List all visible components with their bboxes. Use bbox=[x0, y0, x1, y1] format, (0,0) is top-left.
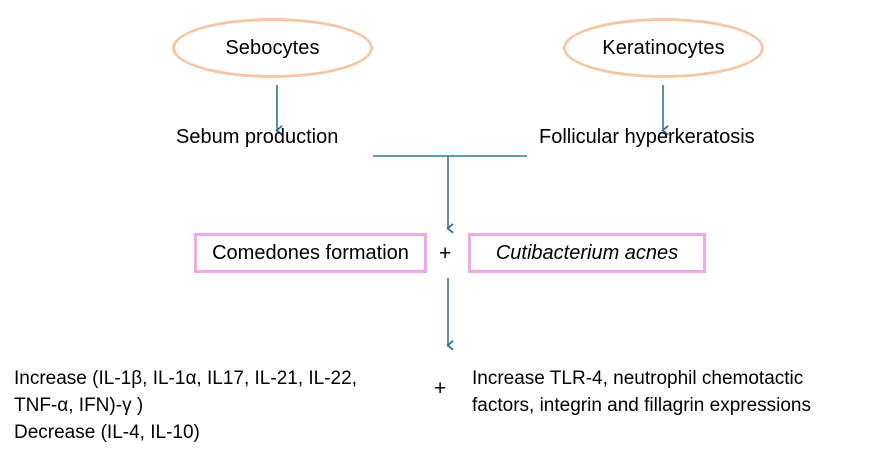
outcome-left-line-2: TNF-α, IFN)-γ ) bbox=[14, 394, 144, 416]
outcome-right: Increase TLR-4, neutrophil chemotactic f… bbox=[472, 366, 872, 420]
outcome-left: Increase (IL-1β, IL-1α, IL17, IL-21, IL-… bbox=[14, 366, 424, 447]
plus-operator-middle: + bbox=[439, 242, 452, 265]
plus-operator-bottom: + bbox=[434, 377, 447, 400]
node-keratinocytes[interactable]: Keratinocytes bbox=[563, 18, 764, 78]
node-sebocytes[interactable]: Sebocytes bbox=[172, 18, 373, 78]
node-cutibacterium-acnes-label: Cutibacterium acnes bbox=[495, 241, 679, 264]
node-comedones-formation-label: Comedones formation bbox=[212, 241, 409, 264]
node-follicular-hyperkeratosis: Follicular hyperkeratosis bbox=[539, 126, 755, 148]
outcome-right-line-2: factors, integrin and fillagrin expressi… bbox=[472, 394, 812, 416]
outcome-left-line-3: Decrease (IL-4, IL-10) bbox=[14, 421, 200, 443]
outcome-left-line-1: Increase (IL-1β, IL-1α, IL17, IL-21, IL-… bbox=[14, 368, 357, 389]
node-cutibacterium-acnes[interactable]: Cutibacterium acnes bbox=[468, 233, 706, 273]
node-comedones-formation[interactable]: Comedones formation bbox=[194, 233, 427, 273]
node-sebum-production: Sebum production bbox=[176, 126, 339, 148]
node-sebocytes-label: Sebocytes bbox=[225, 36, 320, 59]
node-keratinocytes-label: Keratinocytes bbox=[602, 36, 725, 59]
outcome-right-line-1: Increase TLR-4, neutrophil chemotactic bbox=[472, 368, 804, 389]
